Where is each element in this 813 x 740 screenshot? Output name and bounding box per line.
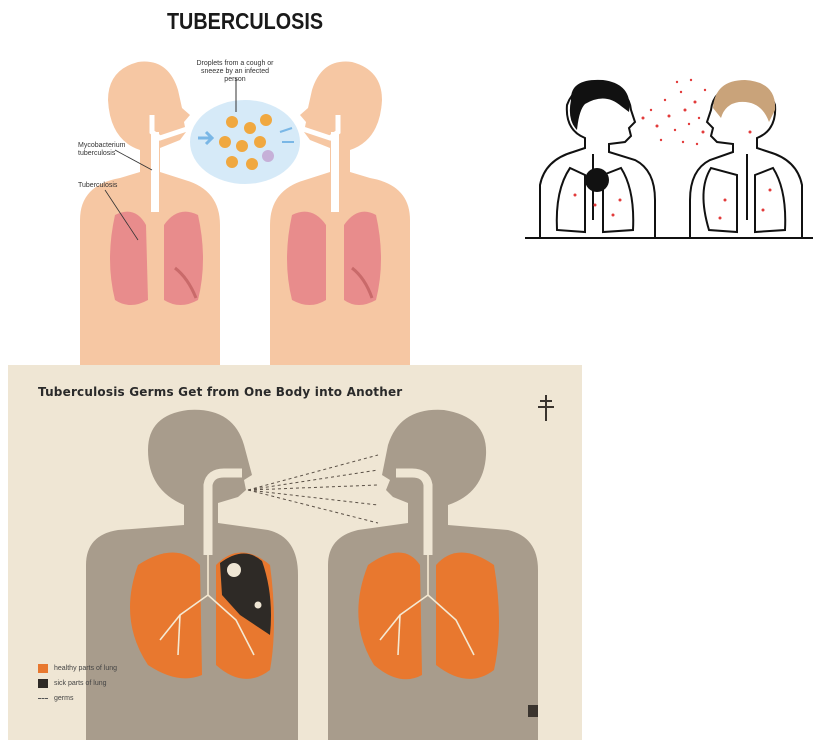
left-figure [540, 84, 655, 238]
tuberculosis-illustration: TUBERCULOSIS Droplets from a cough or sn… [60, 0, 430, 368]
sick-swatch [38, 679, 48, 688]
mycobacterium-label: Mycobacterium tuberculosis [78, 142, 128, 158]
germs-dash [38, 698, 48, 699]
tb-poster: Tuberculosis Germs Get from One Body int… [8, 365, 582, 740]
right-silhouette [328, 410, 538, 740]
droplet-spread-illustration [525, 70, 813, 242]
right-person [270, 62, 410, 368]
legend-sick: sick parts of lung [38, 676, 117, 691]
germ-trails [248, 455, 378, 523]
right-person-left-lung [436, 553, 499, 679]
publisher-mark [528, 705, 538, 717]
legend-germs-label: germs [54, 695, 73, 702]
right-figure [690, 84, 802, 238]
tuberculosis-label: Tuberculosis [78, 182, 128, 190]
legend-healthy-label: healthy parts of lung [54, 665, 117, 672]
lorraine-cross-icon [538, 395, 554, 421]
panel-title: TUBERCULOSIS [86, 8, 404, 35]
legend-germs: germs [38, 691, 117, 706]
left-person [80, 62, 220, 368]
poster-title: Tuberculosis Germs Get from One Body int… [38, 385, 402, 399]
legend-healthy: healthy parts of lung [38, 661, 117, 676]
right-hair [713, 80, 775, 122]
lesion [585, 168, 609, 192]
legend-sick-label: sick parts of lung [54, 680, 107, 687]
healthy-swatch [38, 664, 48, 673]
left-hair [570, 80, 630, 130]
droplet-cloud [190, 78, 300, 184]
droplet-spread-drawing [525, 70, 813, 242]
left-lung-2 [164, 212, 203, 305]
droplets-label: Droplets from a cough or sneeze by an in… [190, 60, 280, 84]
poster-legend: healthy parts of lung sick parts of lung… [38, 661, 117, 706]
